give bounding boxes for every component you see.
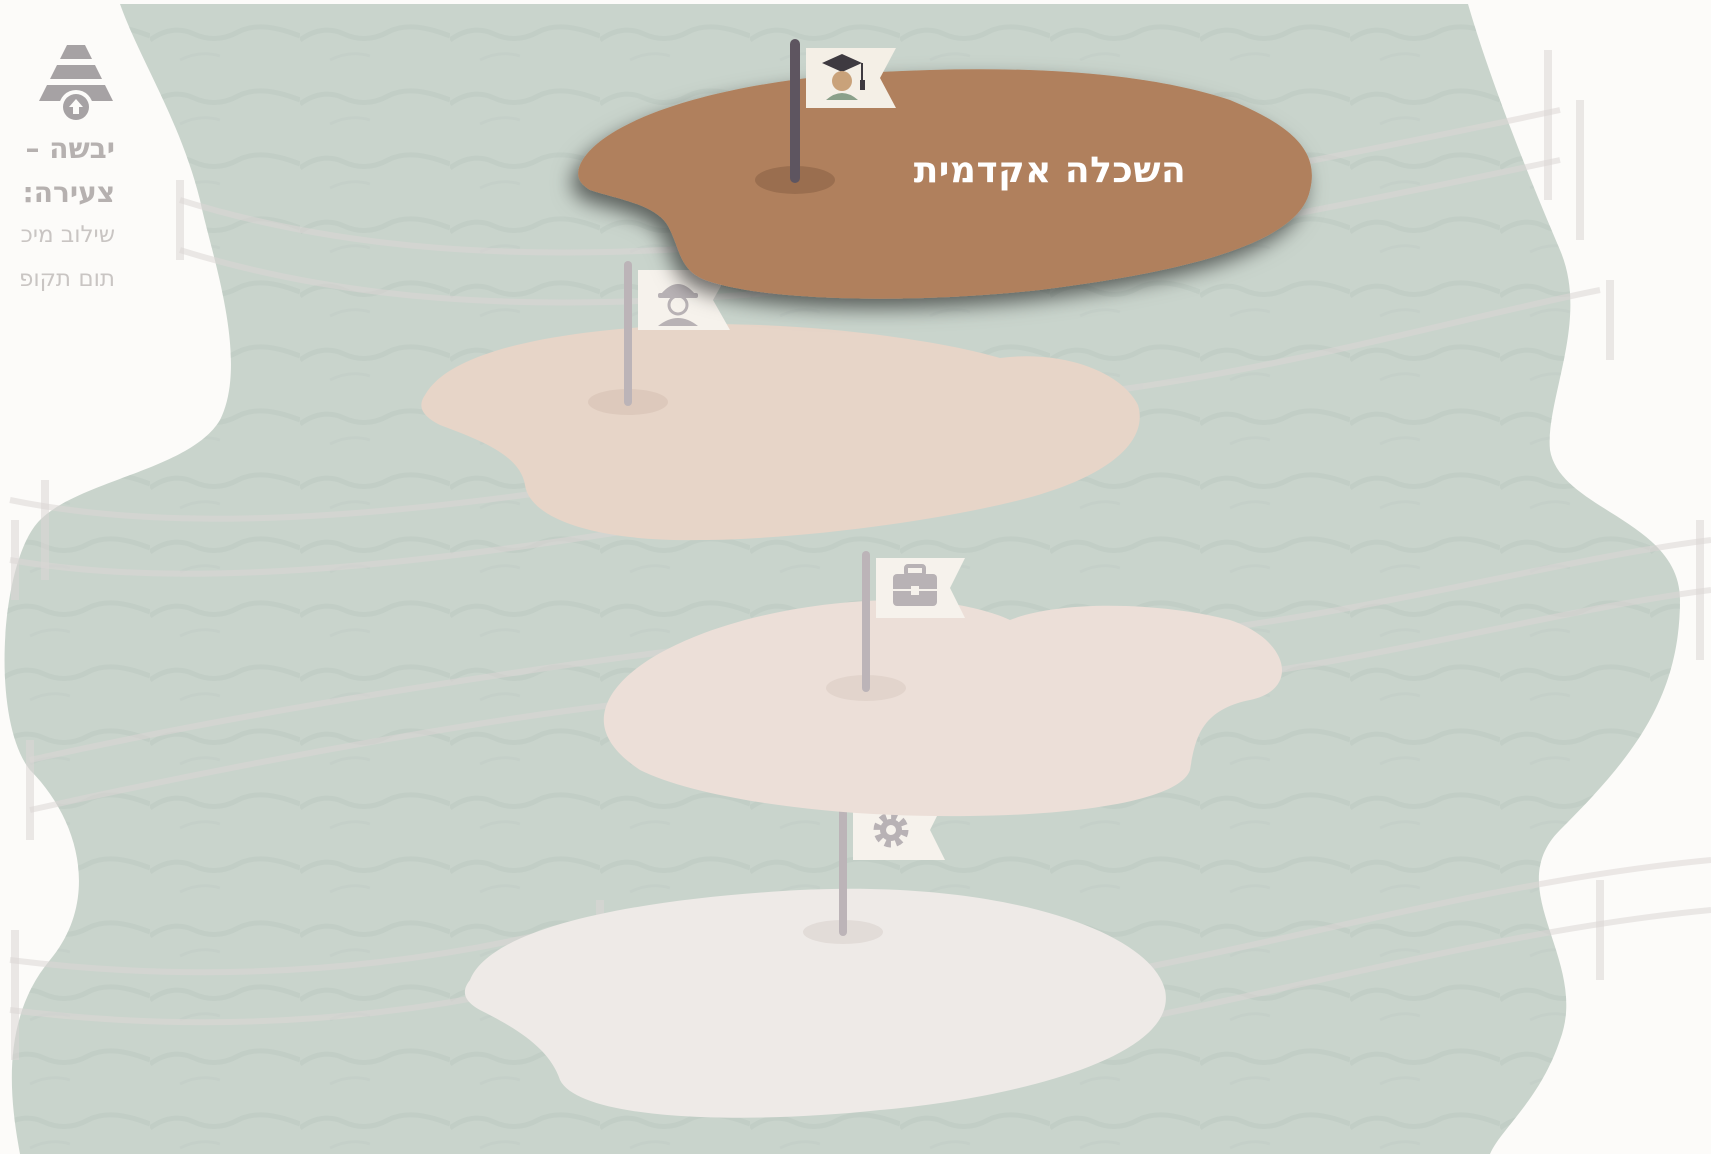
- worker-helmet-icon: [658, 284, 698, 326]
- side-heading-line-2: צעירה:: [22, 176, 115, 209]
- island-3[interactable]: [603, 551, 1283, 817]
- side-heading-line-1: יבשה –: [25, 132, 115, 165]
- briefcase-icon: [893, 564, 937, 606]
- island-label-academic[interactable]: השכלה אקדמית: [913, 150, 1187, 191]
- graduate-icon: [822, 54, 865, 100]
- side-body-line-1: שילוב מיכ: [20, 222, 115, 248]
- gear-icon: [873, 812, 909, 848]
- river: [4, 4, 1681, 1154]
- pyramid-upload-logo-icon: [39, 45, 113, 124]
- island-1-academic[interactable]: [578, 39, 1312, 299]
- side-body-line-2: תום תקופ: [18, 266, 115, 292]
- island-2[interactable]: [421, 261, 1140, 541]
